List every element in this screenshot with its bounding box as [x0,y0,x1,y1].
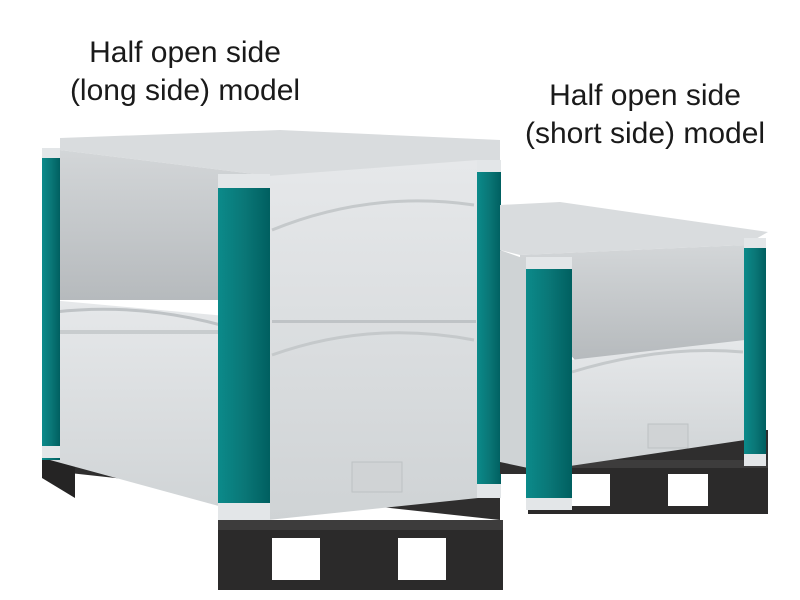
corner-post-front-left [218,174,270,520]
caption-short-line-1: Half open side [549,79,741,112]
bin-interior-back [60,130,500,176]
bin-short-side-model [500,202,768,514]
corner-post-front-right-short [744,238,766,466]
caption-short-line-2: (short side) model [524,117,766,150]
bin-interior-back-short [500,202,768,255]
caption-short-side-model: Half open side (short side) model [495,77,795,153]
bin-side-wall-short [500,250,528,468]
corner-post-front-left-short [526,257,572,510]
bin-front-wall [268,160,478,520]
caption-long-line-2: (long side) model [69,74,301,107]
corner-post-front-right [477,160,501,498]
caption-long-side-model: Half open side (long side) model [30,34,340,110]
bin-interior-side [60,150,270,300]
bin-left-wall [50,300,270,520]
corner-post-back-left [42,148,60,460]
caption-long-line-1: Half open side [89,36,281,69]
bin-front-wall-short [570,340,745,466]
bin-long-side-model [42,130,503,590]
